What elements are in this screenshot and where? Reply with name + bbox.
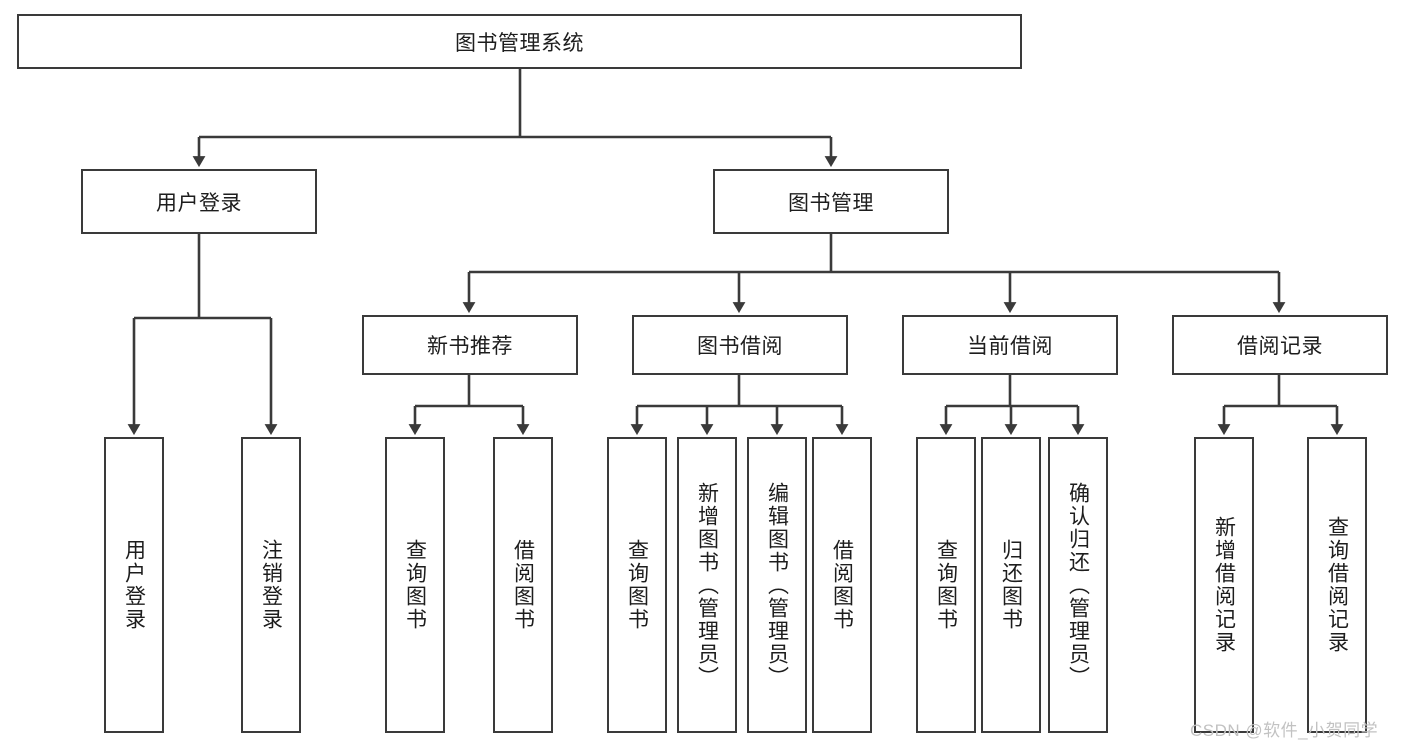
leaf-recommend-query-book[interactable]: 查询图书 (385, 437, 445, 733)
leaf-borrow-borrow-book[interactable]: 借阅图书 (812, 437, 872, 733)
node-user-login-label: 用户登录 (156, 191, 242, 215)
leaf-label: 归还图书 (999, 539, 1023, 631)
leaf-label: 注销登录 (259, 539, 283, 631)
leaf-label: 编辑图书（管理员） (765, 481, 789, 689)
node-current-borrow-label: 当前借阅 (967, 335, 1053, 358)
node-borrow-record-label: 借阅记录 (1237, 335, 1323, 358)
node-new-book-recommend-label: 新书推荐 (427, 335, 513, 358)
leaf-recommend-borrow-book[interactable]: 借阅图书 (493, 437, 553, 733)
leaf-label: 确认归还（管理员） (1066, 481, 1090, 689)
leaf-borrow-edit-book[interactable]: 编辑图书（管理员） (747, 437, 807, 733)
leaf-user-login-login[interactable]: 用户登录 (104, 437, 164, 733)
leaf-current-return-book[interactable]: 归还图书 (981, 437, 1041, 733)
leaf-record-query-record[interactable]: 查询借阅记录 (1307, 437, 1367, 733)
node-current-borrow[interactable]: 当前借阅 (902, 315, 1118, 375)
leaf-label: 查询借阅记录 (1325, 516, 1349, 654)
node-book-management[interactable]: 图书管理 (713, 169, 949, 234)
node-book-borrow-label: 图书借阅 (697, 335, 783, 358)
leaf-current-query-book[interactable]: 查询图书 (916, 437, 976, 733)
leaf-label: 查询图书 (934, 539, 958, 631)
node-book-management-label: 图书管理 (788, 191, 874, 215)
node-user-login[interactable]: 用户登录 (81, 169, 317, 234)
leaf-label: 查询图书 (403, 539, 427, 631)
leaf-label: 用户登录 (122, 539, 146, 631)
leaf-current-confirm-return[interactable]: 确认归还（管理员） (1048, 437, 1108, 733)
leaf-record-add-record[interactable]: 新增借阅记录 (1194, 437, 1254, 733)
node-borrow-record[interactable]: 借阅记录 (1172, 315, 1388, 375)
leaf-user-login-logout[interactable]: 注销登录 (241, 437, 301, 733)
leaf-borrow-add-book[interactable]: 新增图书（管理员） (677, 437, 737, 733)
node-book-borrow[interactable]: 图书借阅 (632, 315, 848, 375)
node-root-label: 图书管理系统 (455, 31, 584, 55)
leaf-borrow-query-book[interactable]: 查询图书 (607, 437, 667, 733)
node-new-book-recommend[interactable]: 新书推荐 (362, 315, 578, 375)
node-root[interactable]: 图书管理系统 (17, 14, 1022, 69)
leaf-label: 查询图书 (625, 539, 649, 631)
leaf-label: 借阅图书 (830, 539, 854, 631)
leaf-label: 新增图书（管理员） (695, 481, 719, 689)
leaf-label: 借阅图书 (511, 539, 535, 631)
csdn-watermark: CSDN @软件_小贺同学 (1190, 721, 1379, 740)
leaf-label: 新增借阅记录 (1212, 516, 1236, 654)
